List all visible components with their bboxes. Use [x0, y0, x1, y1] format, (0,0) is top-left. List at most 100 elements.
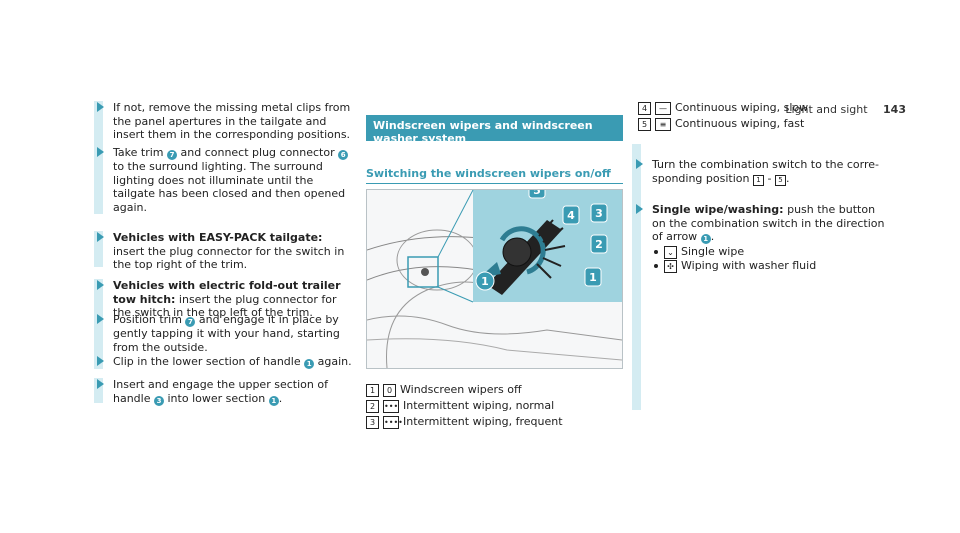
- legend-row: 3 ••••Intermittent wiping, frequent: [366, 414, 563, 430]
- callout-3: 3: [590, 203, 608, 223]
- step-arrow-icon: [97, 232, 104, 242]
- step-text: again.: [314, 355, 352, 368]
- legend-row: 4 — Continuous wiping, slow: [638, 100, 808, 116]
- callout-2-label: 2: [595, 238, 603, 251]
- step-arrow-icon: [97, 314, 104, 324]
- bullet-dot: [654, 250, 658, 254]
- step-text: insert the plug connector for the switch…: [113, 292, 337, 320]
- callout-number: 6: [338, 150, 349, 160]
- step-stripe: [632, 144, 641, 410]
- legend-text: Continuous wiping, slow: [675, 101, 809, 114]
- step-arrow-icon: [636, 204, 643, 214]
- step-text: and engage it in place by gently tapping…: [113, 313, 340, 354]
- callout-5: 5: [528, 190, 546, 199]
- step-text: Position trim: [113, 313, 186, 326]
- step-item: Vehicles with electric fold-out trailer …: [97, 279, 353, 320]
- callout-4-label: 4: [567, 209, 575, 222]
- step-text: .: [278, 391, 283, 405]
- callout-3-label: 3: [595, 207, 603, 220]
- step-text: Insert and engage the upper section of h…: [113, 378, 328, 405]
- step-text: into lo­wer section: [164, 391, 269, 405]
- callout-number: 1: [700, 234, 711, 244]
- step-text: -: [763, 171, 775, 185]
- position-symbol: —: [655, 102, 671, 115]
- step-text: Ta­ke trim: [113, 146, 167, 159]
- callout-number: 1: [304, 359, 315, 369]
- position-key: 1: [752, 174, 764, 186]
- legend-text: Intermittent wiping, normal: [403, 399, 555, 412]
- step-text: to the sur­round lighting. The sur­round…: [113, 160, 346, 214]
- callout-number: 7: [167, 150, 177, 160]
- bullet-item: ✣ Wiping with washer fluid: [652, 259, 892, 273]
- position-key: 3: [366, 416, 379, 429]
- step-item: Insert and engage the upper section of h…: [97, 378, 353, 406]
- step-condition: Vehicles with electric fold-out trailer …: [113, 279, 341, 306]
- step-arrow-icon: [97, 102, 104, 112]
- bullet-text: Single wipe: [681, 245, 745, 258]
- step-text: .: [710, 230, 715, 243]
- step-arrow-icon: [97, 379, 104, 389]
- page-header: Light and sight 143: [785, 103, 906, 116]
- wiper-switch-illustration: 5 4 3 2 1 1: [366, 189, 623, 369]
- step-item: Clip in the lo­wer section of handle 1 a…: [97, 355, 353, 369]
- step-item: Ta­ke trim 7 and connect plug connector …: [97, 146, 353, 214]
- bullet-text: Wiping with washer fluid: [681, 259, 817, 272]
- single-wipe-icon: ⌄: [664, 246, 677, 259]
- section-name: Light and sight: [785, 103, 868, 116]
- position-key: 1: [366, 384, 379, 397]
- page-number: 143: [883, 103, 906, 116]
- section-title: Windscreen wipers and windscreen washer …: [366, 115, 623, 145]
- step-arrow-icon: [97, 280, 104, 290]
- step-stripe: [94, 231, 103, 267]
- bullet-item: ⌄ Single wipe: [652, 245, 892, 259]
- callout-number: 1: [268, 395, 279, 406]
- step-item: Turn the combination switch to the corre…: [636, 158, 892, 186]
- callout-1-arrow-label: 1: [481, 275, 489, 288]
- step-text: .: [785, 171, 790, 185]
- washer-icon: ✣: [664, 260, 677, 273]
- position-key: 2: [366, 400, 379, 413]
- callout-1-position-label: 1: [589, 271, 597, 284]
- step-stripe: [94, 279, 103, 329]
- position-key: 4: [638, 102, 651, 115]
- step-stripe: [94, 146, 103, 214]
- step-arrow-icon: [97, 147, 104, 157]
- callout-2: 2: [590, 234, 608, 254]
- bullet-dot: [654, 264, 658, 268]
- step-text: push the button on the combination switc…: [652, 203, 885, 243]
- step-stripe: [94, 101, 103, 155]
- position-key: 5: [638, 118, 651, 131]
- step-stripe: [94, 378, 103, 403]
- callout-number: 7: [185, 317, 196, 327]
- legend-text: Intermittent wiping, frequent: [403, 415, 563, 428]
- step-item: Single wipe/washing: push the button on …: [636, 203, 892, 273]
- step-arrow-icon: [97, 356, 104, 366]
- callout-1-arrow: 1: [475, 271, 495, 291]
- step-item: Vehicles with EASY-PACK tailgate: insert…: [97, 231, 353, 272]
- step-condition: Single wipe/washing:: [652, 203, 784, 216]
- step-stripe: [94, 313, 103, 363]
- step-text: and connect plug connector: [177, 146, 339, 159]
- step-text: insert the plug connector for the switch…: [113, 244, 345, 272]
- position-symbol: ≡: [655, 118, 671, 131]
- step-arrow-icon: [636, 159, 643, 169]
- legend-row: 2 ••• Intermittent wiping, normal: [366, 398, 563, 414]
- wiper-illustration-svg: 5 4 3 2 1 1: [367, 190, 622, 368]
- step-item: Position trim 7 and engage it in place b…: [97, 313, 353, 354]
- position-symbol: ••••: [383, 416, 403, 429]
- step-text: If not, remo­ve the missing me­tal clips…: [113, 101, 351, 141]
- step-item: If not, remo­ve the missing me­tal clips…: [97, 101, 353, 142]
- position-key: 5: [774, 174, 786, 186]
- callout-1-position: 1: [584, 267, 602, 287]
- switch-legend-continued: 4 — Continuous wiping, slow 5 ≡ Continuous w…: [638, 100, 808, 132]
- callout-number: 3: [154, 395, 164, 406]
- legend-text: Continuous wiping, fast: [675, 117, 805, 130]
- position-symbol: 0: [383, 384, 396, 397]
- subsection-title: Switching the windscreen wipers on/off: [366, 167, 611, 180]
- position-symbol: •••: [383, 400, 399, 413]
- callout-4: 4: [562, 205, 580, 225]
- step-text: Turn the combination switch to the corre…: [652, 158, 880, 185]
- legend-text: Windscreen wipers off: [400, 383, 522, 396]
- legend-row: 5 ≡ Continuous wiping, fast: [638, 116, 808, 132]
